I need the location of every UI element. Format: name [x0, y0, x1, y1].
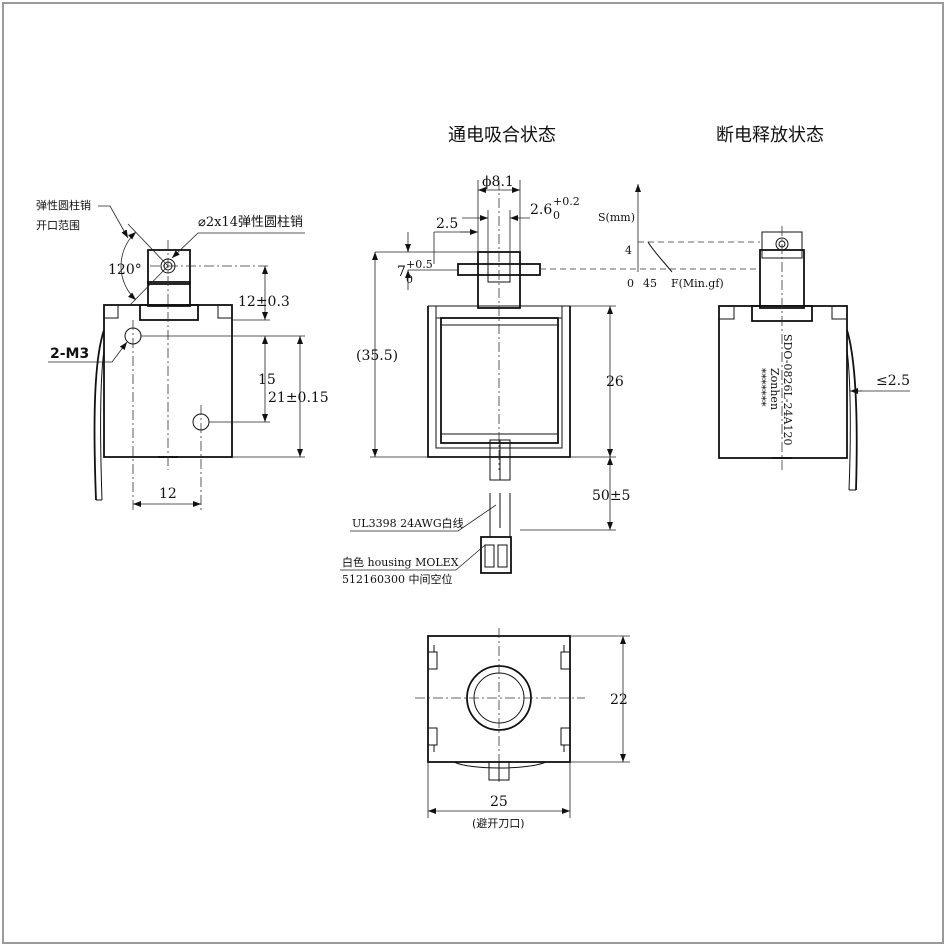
- left-plunger-base: [139, 304, 199, 321]
- angle-leg-2: [129, 265, 169, 306]
- dim-22: 22: [610, 692, 628, 708]
- dim-12-tol: 12±0.3: [238, 294, 290, 310]
- angle-label: 120°: [108, 262, 142, 278]
- angle-arc: [120, 231, 137, 301]
- right-body-notch-left: [719, 306, 735, 320]
- middle-coil: [440, 317, 559, 444]
- molex-slot-1: [484, 544, 495, 568]
- wire-note: UL3398 24AWG白线: [352, 516, 464, 530]
- graph-y-label: S(mm): [598, 211, 635, 224]
- notch-right-top: [560, 651, 570, 670]
- right-model: SDO-0826L-24A120: [781, 334, 794, 445]
- wire-note-leader: [350, 504, 497, 532]
- graph-x-zero: 0: [627, 277, 634, 290]
- bottom-top-view: 22 25 (避开刀口): [415, 628, 630, 830]
- graph-y-value: 4: [625, 244, 632, 257]
- angle-leg-1: [127, 223, 169, 267]
- right-brand: Zonhen: [768, 368, 781, 410]
- pin-spec-leader: [171, 232, 305, 259]
- right-body-notch-right: [831, 306, 847, 320]
- holes-leader: [48, 341, 128, 363]
- dim-50: 50±5: [592, 488, 630, 504]
- dim-15: 15: [258, 372, 276, 388]
- molex-connector: [480, 536, 512, 574]
- dim-le-2-5: ≤2.5: [876, 373, 910, 389]
- notch-left-bottom: [428, 727, 438, 746]
- dim-2-6-sub: 0: [553, 209, 560, 222]
- dim-7: 7: [397, 264, 406, 280]
- middle-front-view: ϕ8.1 2.6 +0.2 0 2.5 7 +0.5 0: [340, 174, 760, 586]
- bottom-note: (避开刀口): [472, 816, 525, 830]
- spring-pin-note-2: 开口范围: [36, 218, 80, 232]
- bottom-inner-circle: [473, 672, 525, 724]
- left-side-view: 120° 弹性圆柱销 开口范围 ⌀2x14弹性圆柱销 2-M3 12±0.3 1…: [36, 198, 329, 510]
- housing-note-leader: [340, 544, 486, 571]
- dim-35-5: (35.5): [356, 348, 398, 364]
- right-bracket-curve: [846, 329, 858, 491]
- bottom-bulge: [453, 761, 547, 769]
- dim-2-6: 2.6: [530, 202, 552, 218]
- dim-phi: ϕ8.1: [482, 174, 514, 190]
- housing-note-1: 白色 housing MOLEX: [342, 555, 459, 569]
- spring-pin-note-1: 弹性圆柱销: [36, 198, 91, 212]
- pin-spec-label: ⌀2x14弹性圆柱销: [198, 215, 303, 230]
- notch-right-bottom: [560, 727, 570, 746]
- middle-frame-inner: [435, 306, 563, 449]
- dim-7-sup: +0.5: [406, 258, 433, 271]
- left-bracket-curve: [93, 329, 105, 501]
- holes-label: 2-M3: [50, 346, 89, 362]
- right-side-view: Zonhen SDO-0826L-24A120 ******* ≤2.5: [718, 226, 910, 491]
- right-bracket-curve-inner: [846, 349, 851, 491]
- title-released: 断电释放状态: [716, 125, 824, 146]
- left-plunger: [147, 281, 191, 307]
- left-body-notch-right: [217, 305, 232, 319]
- graph-curve: [647, 241, 673, 273]
- housing-note-2: 512160300 中间空位: [342, 572, 452, 586]
- dim-2-5: 2.5: [436, 216, 458, 232]
- graph-x-value: 45: [643, 277, 657, 290]
- dim-26: 26: [606, 374, 624, 390]
- dim-25: 25: [490, 794, 508, 810]
- dim-7-sub: 0: [406, 273, 413, 286]
- title-energized: 通电吸合状态: [448, 125, 556, 146]
- dim-2-6-sup: +0.2: [553, 195, 580, 208]
- left-plunger-head: [147, 249, 191, 285]
- right-code: *******: [755, 368, 768, 407]
- left-body-notch: [104, 305, 119, 319]
- dim-21-tol: 21±0.15: [268, 390, 329, 406]
- dim-12-bottom: 12: [159, 486, 177, 502]
- molex-slot-2: [497, 544, 508, 568]
- spring-pin-leader: [98, 205, 129, 239]
- notch-left-top: [428, 651, 438, 670]
- graph-x-label: F(Min.gf): [671, 277, 724, 290]
- force-stroke-graph: S(mm) 4 0 45 F(Min.gf): [598, 184, 760, 290]
